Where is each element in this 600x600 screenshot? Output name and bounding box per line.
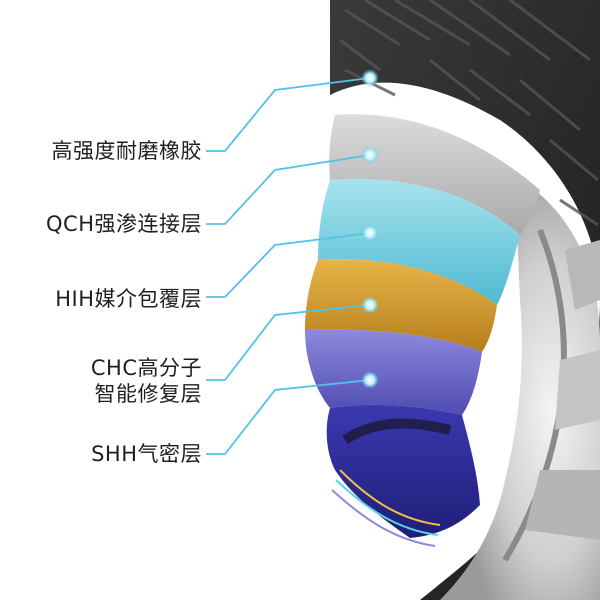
label-line: 智能修复层 xyxy=(91,381,202,407)
label-line: QCH强渗连接层 xyxy=(46,211,202,237)
label-high-strength-rubber: 高强度耐磨橡胶 xyxy=(52,138,203,164)
label-chc-layer: CHC高分子 智能修复层 xyxy=(91,355,202,407)
callout-dot-3 xyxy=(361,224,379,242)
callout-dot-1 xyxy=(361,69,379,87)
callout-dot-2 xyxy=(361,146,379,164)
label-shh-layer: SHH气密层 xyxy=(91,441,202,467)
layer-shh xyxy=(327,405,480,546)
label-line: HIH媒介包覆层 xyxy=(55,286,202,312)
callout-dot-5 xyxy=(361,371,379,389)
label-line: 高强度耐磨橡胶 xyxy=(52,138,203,164)
label-line: CHC高分子 xyxy=(91,355,202,381)
label-qch-layer: QCH强渗连接层 xyxy=(46,211,202,237)
label-line: SHH气密层 xyxy=(91,441,202,467)
label-hih-layer: HIH媒介包覆层 xyxy=(55,286,202,312)
callout-dot-4 xyxy=(361,296,379,314)
